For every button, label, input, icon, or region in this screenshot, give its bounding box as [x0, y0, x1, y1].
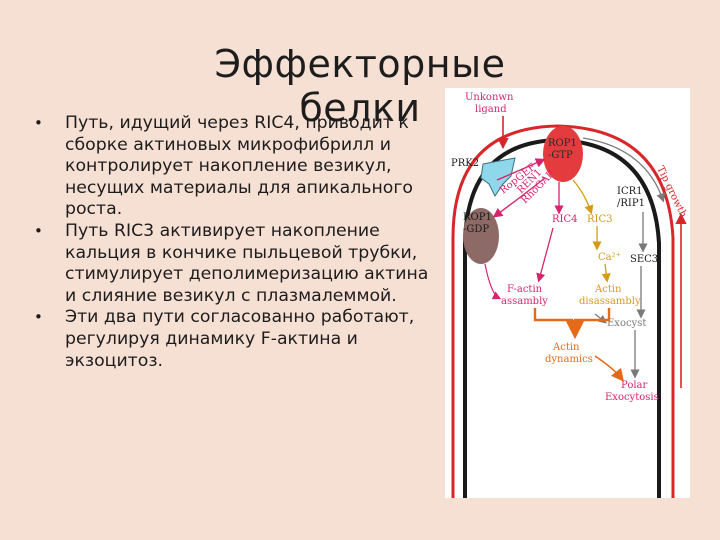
actin-dynamics-label-1: Actin	[552, 342, 580, 353]
ren1-arrow	[492, 177, 546, 218]
icr1-label-2: /RIP1	[617, 198, 645, 209]
polar-exocytosis-label-1: Polar	[621, 380, 648, 391]
bullet-item: • Путь RIC3 активирует накопление кальция…	[32, 221, 442, 307]
bullet-list: • Путь, идущий через RIC4, приводит к сбо…	[32, 113, 442, 372]
prk2-receptor-icon	[480, 157, 516, 197]
actin-dynamics-label-2: dynamics	[545, 354, 593, 365]
icr1-arrow	[582, 137, 666, 203]
polar-exocytosis-label-2: Exocytosis	[605, 392, 659, 403]
ca-to-disassembly-arrow	[601, 263, 611, 283]
prk2-label: PRK2	[451, 158, 479, 169]
rop1-to-ric3-arrow	[572, 179, 594, 215]
bullet-text: Путь RIC3 активирует накопление кальция …	[65, 220, 429, 306]
rop1-gtp-label-2: -GTP	[548, 150, 573, 161]
rop1-gdp-node	[463, 208, 499, 264]
ric4-label: RIC4	[552, 214, 578, 225]
bullet-item: • Эти два пути согласованно работают, рег…	[32, 307, 442, 372]
unknown-ligand-label-2: ligand	[475, 104, 507, 115]
actin-disassembly-label-1: Actin	[594, 284, 622, 295]
actin-dynamics-converge-arrow	[533, 308, 611, 332]
bullet-text: Путь, идущий через RIC4, приводит к сбор…	[65, 113, 413, 220]
ric3-label: RIC3	[587, 214, 613, 225]
rop1-gtp-node	[543, 126, 583, 182]
icr1-label-1: ICR1	[617, 186, 643, 197]
bullet-dot-icon: •	[34, 221, 43, 240]
diagram-canvas: Unkonwn ligand PRK2 ROP1 -GTP ROP1 -GDP …	[451, 92, 689, 498]
bullet-dot-icon: •	[34, 308, 43, 327]
ric4-to-factin-arrow	[536, 227, 554, 283]
dynamics-to-exocytosis-arrow	[594, 355, 624, 382]
rop1-gtp-label-1: ROP1	[548, 138, 577, 149]
sec3-label: SEC3	[630, 254, 658, 265]
pollen-tube-diagram: Unkonwn ligand PRK2 ROP1 -GTP ROP1 -GDP …	[445, 88, 690, 498]
f-actin-label-1: F-actin	[507, 284, 543, 295]
exocyst-label: Exocyst	[607, 318, 646, 329]
bullet-dot-icon: •	[34, 114, 43, 132]
cell-wall	[451, 124, 675, 498]
unknown-ligand-label-1: Unkonwn	[465, 92, 514, 103]
ropgef-arrow	[496, 158, 546, 181]
rop1-gdp-label-1: ROP1	[463, 212, 492, 223]
rop1-gdp-label-2: -GDP	[463, 224, 489, 235]
gdp-to-factin-arrow	[484, 263, 502, 300]
bullet-item: • Путь, идущий через RIC4, приводит к сбо…	[32, 113, 442, 221]
f-actin-label-2: assambly	[501, 296, 548, 307]
bullet-text: Эти два пути согласованно работают, регу…	[65, 307, 415, 371]
actin-disassembly-label-2: disassambly	[579, 296, 641, 307]
slide-title: Эффекторные белки	[214, 42, 506, 130]
calcium-label: Ca²⁺	[598, 252, 621, 263]
